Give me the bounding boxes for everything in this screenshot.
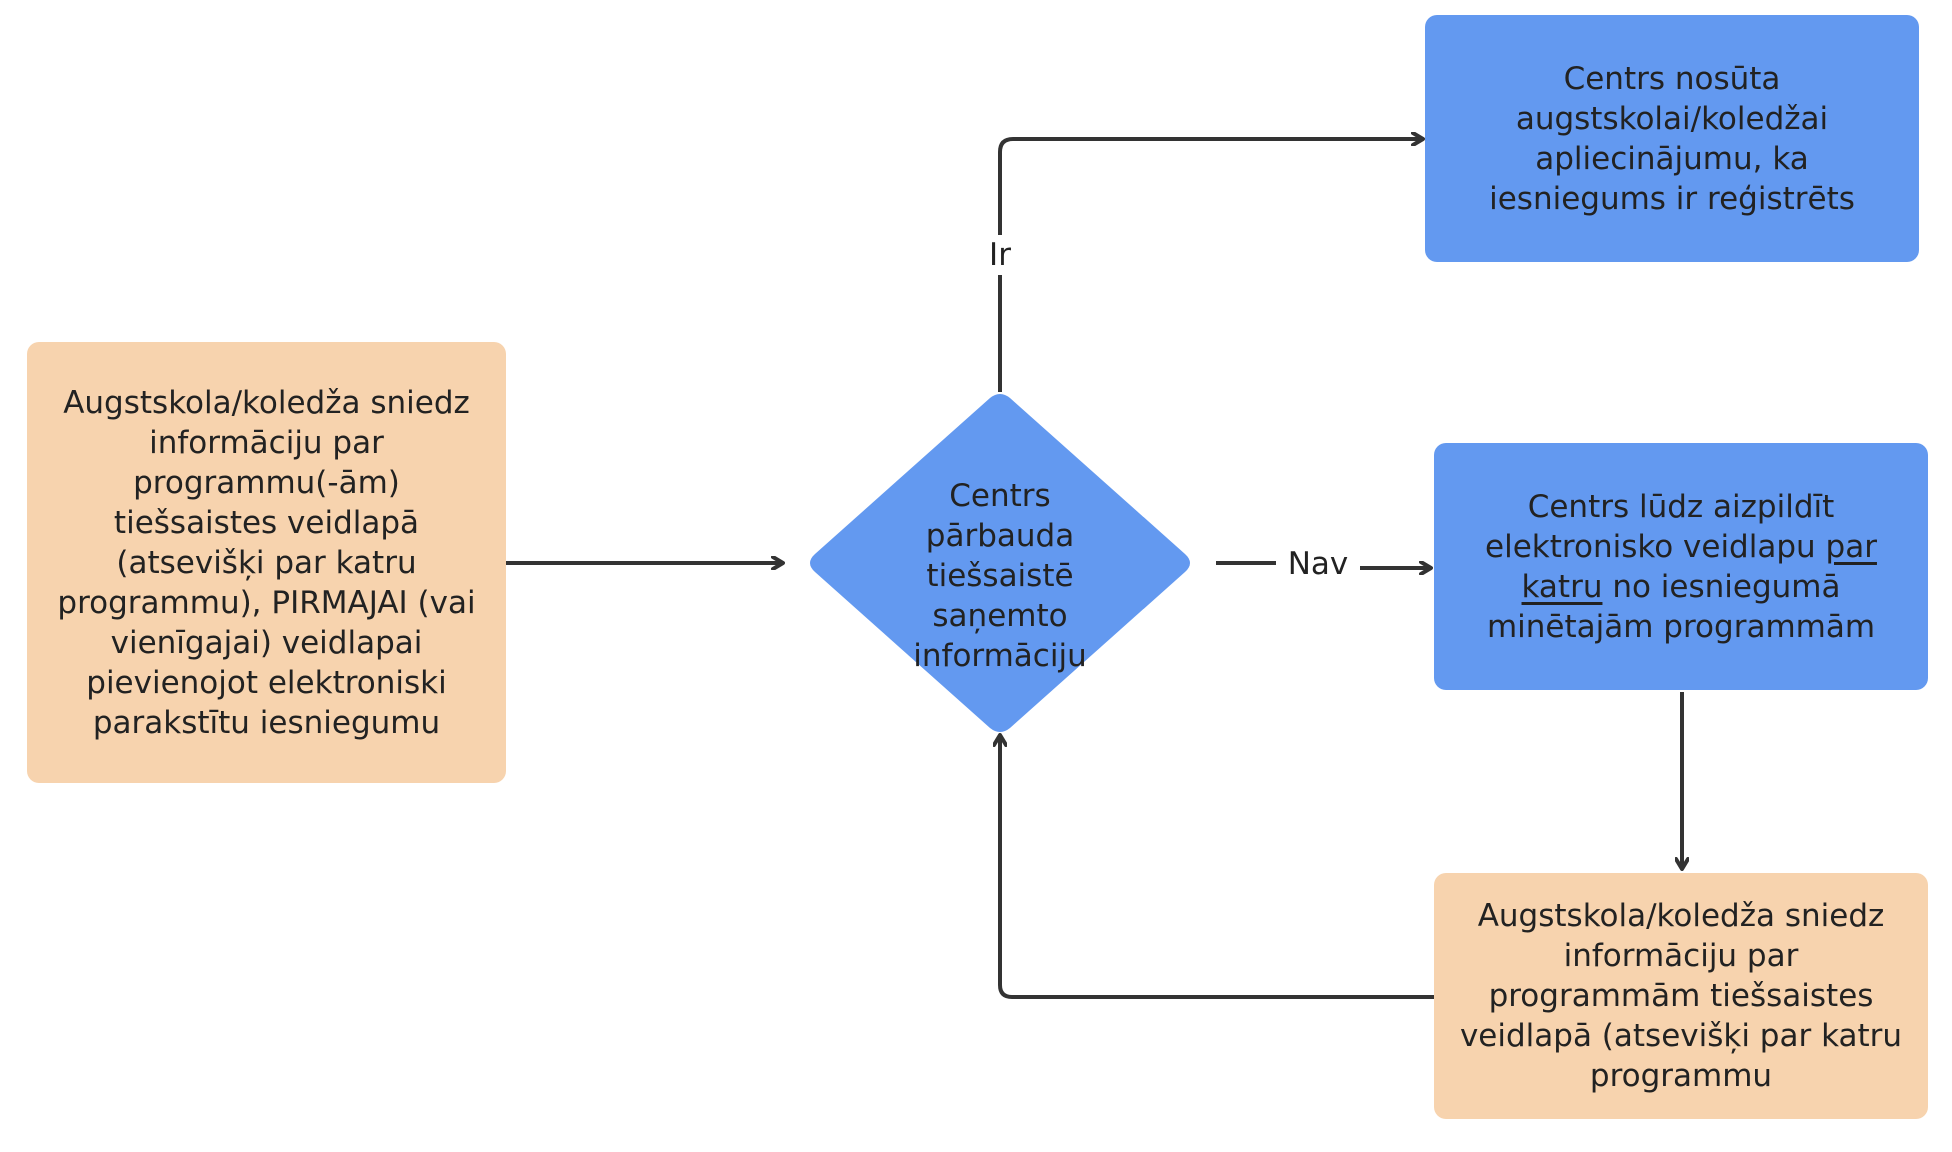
request-text-before: Centrs lūdz aizpildīt elektronisko veidl… — [1485, 488, 1835, 565]
decision-diamond — [810, 394, 1190, 732]
decision-node-text: Centrs pārbauda tiešsaistē saņemto infor… — [913, 478, 1087, 674]
arrow-check-to-confirm — [998, 139, 1422, 392]
request-text-after: no iesniegumā minētajām programmām — [1486, 568, 1876, 645]
edge-label-yes: Ir — [983, 235, 1017, 275]
confirm-node: Centrs nosūta augstskolai/koledžai aplie… — [1425, 15, 1919, 262]
request-text-underlined: par katru — [1521, 528, 1877, 605]
request-node-text: Centrs lūdz aizpildīt elektronisko veidl… — [1454, 487, 1908, 647]
start-node-text: Augstskola/koledža sniedz informāciju pa… — [57, 384, 476, 741]
arrow-resubmit-to-check — [1000, 736, 1435, 999]
resubmit-node-text: Augstskola/koledža sniedz informāciju pa… — [1459, 898, 1903, 1094]
resubmit-node: Augstskola/koledža sniedz informāciju pa… — [1434, 873, 1928, 1119]
confirm-node-text: Centrs nosūta augstskolai/koledžai aplie… — [1489, 60, 1855, 217]
start-node: Augstskola/koledža sniedz informāciju pa… — [27, 342, 506, 783]
request-node: Centrs lūdz aizpildīt elektronisko veidl… — [1434, 443, 1928, 690]
edge-label-no: Nav — [1281, 544, 1355, 584]
